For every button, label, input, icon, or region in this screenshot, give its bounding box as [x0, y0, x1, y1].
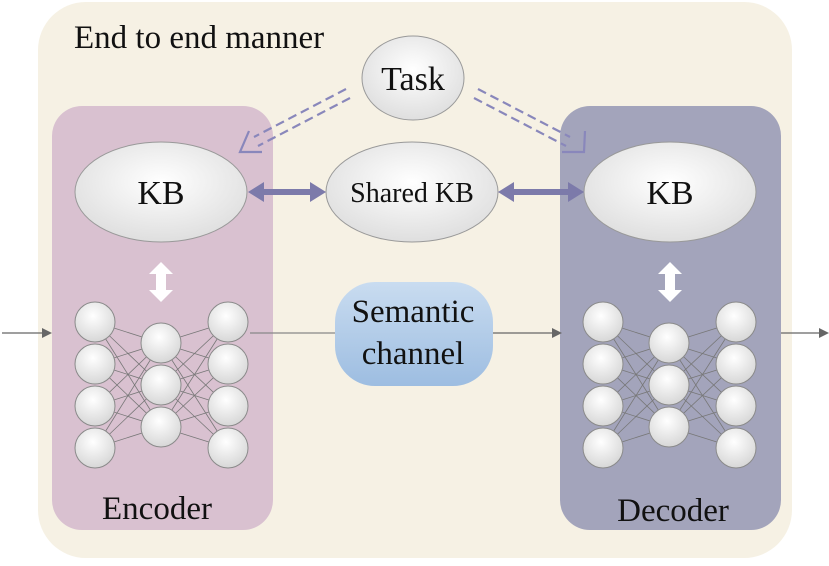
encoder-neuron-node-layer-2: [140, 322, 182, 364]
decoder-neuron-node-layer-2: [648, 406, 690, 448]
semantic-channel-label-line2: channel: [362, 336, 465, 372]
task-to-decoder-arrow: [473, 88, 587, 154]
decoder-neural-network: [582, 301, 757, 469]
shared-kb-label: Shared KB: [350, 178, 474, 209]
task-node: [361, 35, 465, 121]
encoder-neuron-node-layer-2: [140, 406, 182, 448]
semantic-channel-node: [335, 282, 493, 386]
encoder-kb-network-arrow: [149, 262, 173, 302]
encoder-kb-label: KB: [137, 175, 184, 212]
semantic-channel-label-line1: Semantic: [352, 294, 475, 330]
decoder-neuron-node-layer-3: [715, 385, 757, 427]
task-to-encoder-arrow: [238, 88, 351, 154]
encoder-neuron-node-layer-1: [74, 385, 116, 427]
encoder-neuron-node-layer-3: [207, 427, 249, 469]
decoder-neuron-node-layer-1: [582, 427, 624, 469]
encoder-neural-network: [74, 301, 249, 469]
decoder-neuron-node-layer-3: [715, 427, 757, 469]
encoder-neuron-node-layer-3: [207, 301, 249, 343]
encoder-neuron-node-layer-1: [74, 427, 116, 469]
decoder-neuron-node-layer-3: [715, 301, 757, 343]
decoder-kb-network-arrow: [658, 262, 682, 302]
encoder-neuron-node-layer-1: [74, 343, 116, 385]
encoder-neuron-node-layer-3: [207, 385, 249, 427]
encoder-kb-node: [74, 141, 248, 243]
decoder-neuron-node-layer-1: [582, 301, 624, 343]
encoder-shared-kb-arrow: [248, 182, 326, 202]
decoder-neuron-node-layer-1: [582, 343, 624, 385]
decoder-neuron-node-layer-3: [715, 343, 757, 385]
decoder-neuron-node-layer-2: [648, 364, 690, 406]
decoder-shared-kb-arrow: [498, 182, 584, 202]
decoder-neuron-node-layer-2: [648, 322, 690, 364]
encoder-neuron-node-layer-1: [74, 301, 116, 343]
decoder-kb-label: KB: [646, 175, 693, 212]
end-to-end-title: End to end manner: [74, 20, 324, 56]
task-label: Task: [381, 61, 445, 98]
decoder-label: Decoder: [617, 493, 729, 529]
decoder-neuron-connection: [602, 342, 670, 449]
encoder-neuron-node-layer-2: [140, 364, 182, 406]
decoder-neuron-connection: [668, 321, 737, 428]
encoder-label: Encoder: [102, 491, 212, 527]
encoder-neuron-node-layer-3: [207, 343, 249, 385]
decoder-neuron-node-layer-1: [582, 385, 624, 427]
encoder-neuron-connection: [94, 342, 162, 449]
encoder-neuron-connection: [160, 321, 229, 428]
